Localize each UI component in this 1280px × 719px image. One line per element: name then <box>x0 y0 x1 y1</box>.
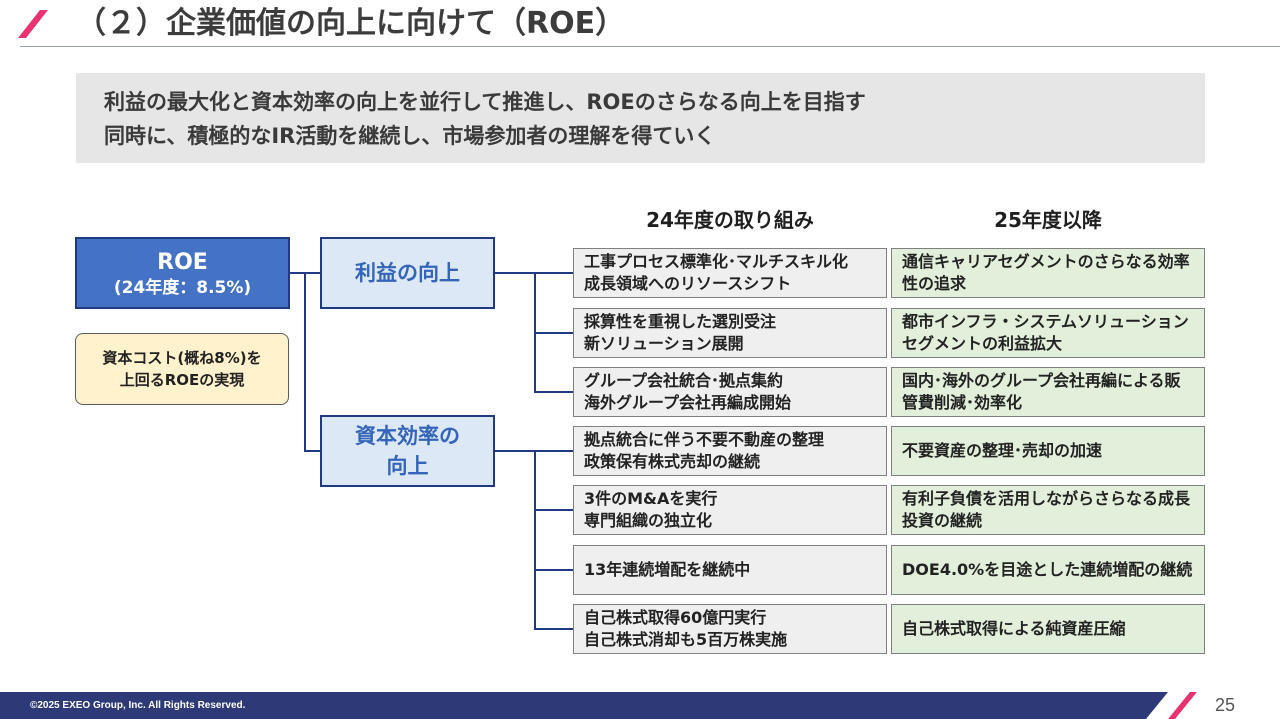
connector-capital-row-6 <box>534 569 573 571</box>
page-title: （２）企業価値の向上に向けて（ROE） <box>76 6 626 41</box>
current-item-1: 工事プロセス標準化･マルチスキル化 成長領域へのリソースシフト <box>573 248 887 298</box>
page-number: 25 <box>1214 695 1236 715</box>
column-header-future: 25年度以降 <box>994 208 1102 232</box>
connector-capital-trunk <box>534 450 536 629</box>
future-item-7: 自己株式取得による純資産圧縮 <box>891 604 1205 654</box>
cost-of-capital-box: 資本コスト(概ね8%)を 上回るROEの実現 <box>75 333 289 405</box>
copyright: ©2025 EXEO Group, Inc. All Rights Reserv… <box>30 700 246 711</box>
connector-profit-row-3 <box>534 391 573 393</box>
future-item-4: 不要資産の整理･売却の加速 <box>891 426 1205 476</box>
future-item-6: DOE4.0%を目途とした連続増配の継続 <box>891 545 1205 595</box>
roe-subtitle: (24年度：8.5%) <box>113 278 252 298</box>
current-item-2: 採算性を重視した選別受注 新ソリューション展開 <box>573 308 887 358</box>
summary-line-1: 利益の最大化と資本効率の向上を並行して推進し、ROEのさらなる向上を目指す <box>104 90 866 114</box>
roe-title: ROE <box>157 250 208 275</box>
category-capital-label-2: 向上 <box>386 454 429 478</box>
cost-line-2: 上回るROEの実現 <box>119 371 245 389</box>
cost-line-1: 資本コスト(概ね8%)を <box>102 349 262 367</box>
connector-profit-row-2 <box>534 332 573 334</box>
current-item-7: 自己株式取得60億円実行 自己株式消却も5百万株実施 <box>573 604 887 654</box>
title-slash-icon <box>18 10 48 38</box>
summary-line-2: 同時に、積極的なIR活動を継続し、市場参加者の理解を得ていく <box>104 124 716 148</box>
connector-capital-row-7 <box>534 628 573 630</box>
future-item-1: 通信キャリアセグメントのさらなる効率性の追求 <box>891 248 1205 298</box>
summary-banner: 利益の最大化と資本効率の向上を並行して推進し、ROEのさらなる向上を目指す 同時… <box>76 73 1205 163</box>
connector-capital-row-5 <box>534 509 573 511</box>
roe-box: ROE (24年度：8.5%) <box>75 237 290 309</box>
category-capital-efficiency: 資本効率の 向上 <box>320 415 495 487</box>
current-item-4: 拠点統合に伴う不要不動産の整理 政策保有株式売却の継続 <box>573 426 887 476</box>
title-divider <box>20 46 1280 47</box>
column-header-current: 24年度の取り組み <box>646 208 814 232</box>
connector-roe-capital <box>304 450 320 452</box>
footer-bar <box>0 692 1197 719</box>
future-item-3: 国内･海外のグループ会社再編による販管費削減･効率化 <box>891 367 1205 417</box>
current-item-5: 3件のM&Aを実行 専門組織の独立化 <box>573 485 887 535</box>
current-item-3: グループ会社統合･拠点集約 海外グループ会社再編成開始 <box>573 367 887 417</box>
future-item-5: 有利子負債を活用しながらさらなる成長投資の継続 <box>891 485 1205 535</box>
current-item-6: 13年連続増配を継続中 <box>573 545 887 595</box>
category-profit: 利益の向上 <box>320 237 495 309</box>
category-capital-label-1: 資本効率の <box>355 424 460 448</box>
future-item-2: 都市インフラ・システムソリューションセグメントの利益拡大 <box>891 308 1205 358</box>
connector-roe-trunk <box>304 272 306 451</box>
category-profit-label: 利益の向上 <box>355 261 460 285</box>
